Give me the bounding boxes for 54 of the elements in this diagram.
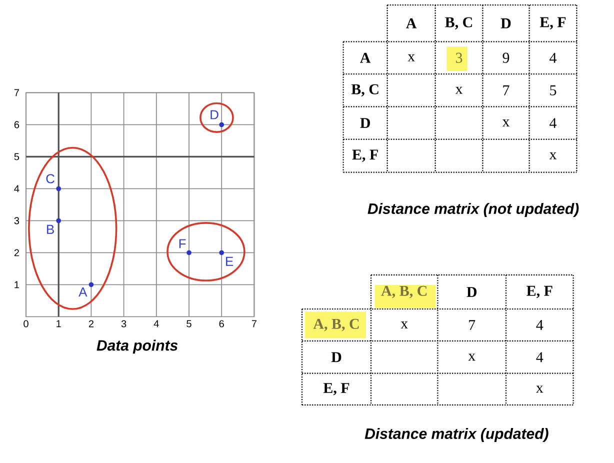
matrix-value: 4 — [536, 320, 544, 330]
row-header: B, C — [351, 84, 378, 96]
highlighted-header: A, B, C — [305, 312, 366, 338]
row-header: D — [331, 352, 342, 362]
matrix-value: 4 — [536, 352, 544, 362]
matrix-value: x — [455, 86, 463, 94]
x-tick-label: 3 — [121, 320, 126, 328]
table-caption: Distance matrix (updated) — [364, 428, 548, 442]
column-header: B, C — [445, 17, 472, 30]
column-header: D — [466, 287, 477, 297]
point-label: C — [46, 174, 54, 184]
y-tick-label: 5 — [14, 153, 20, 160]
highlighted-header: A, B, C — [374, 285, 436, 308]
point-label: F — [179, 239, 186, 248]
x-tick-label: 4 — [154, 320, 159, 328]
matrix-value: 4 — [550, 118, 556, 128]
table-caption: Distance matrix (not updated) — [368, 203, 579, 217]
column-header: E, F — [540, 17, 566, 30]
column-header: D — [500, 18, 511, 28]
point-label: D — [210, 110, 218, 120]
row-header: A — [360, 52, 371, 63]
matrix-value: x — [400, 322, 408, 328]
x-tick-label: 0 — [24, 320, 28, 328]
x-tick-label: 7 — [252, 320, 256, 328]
y-tick-label: 2 — [14, 249, 19, 256]
matrix-value: 7 — [469, 320, 476, 330]
matrix-value: x — [468, 354, 476, 361]
matrix-value: x — [549, 152, 557, 160]
y-tick-label: 3 — [14, 217, 20, 224]
x-tick-label: 5 — [186, 320, 192, 328]
point-label: E — [226, 256, 234, 266]
y-tick-label: 7 — [14, 89, 19, 96]
point-label: A — [78, 288, 88, 296]
matrix-value: 9 — [502, 52, 510, 63]
point-label: B — [47, 224, 54, 234]
x-tick-label: 2 — [88, 320, 94, 328]
matrix-value: 7 — [503, 85, 510, 96]
matrix-value: x — [502, 120, 510, 126]
matrix-value: 5 — [550, 85, 556, 96]
x-tick-label: 6 — [219, 320, 224, 328]
column-header: E, F — [526, 286, 552, 298]
highlighted-value: 3 — [446, 46, 468, 72]
chart-title: Data points — [96, 340, 178, 354]
row-header: E, F — [352, 150, 378, 162]
row-header: D — [360, 118, 370, 128]
y-tick-label: 4 — [14, 185, 20, 192]
matrix-value: 4 — [550, 52, 556, 63]
row-header: E, F — [323, 383, 350, 396]
matrix-value: x — [536, 386, 544, 393]
column-header: A — [406, 18, 417, 28]
y-tick-label: 1 — [14, 281, 19, 288]
x-tick-label: 1 — [56, 320, 61, 328]
y-tick-label: 6 — [14, 121, 20, 128]
matrix-value: x — [408, 54, 415, 62]
